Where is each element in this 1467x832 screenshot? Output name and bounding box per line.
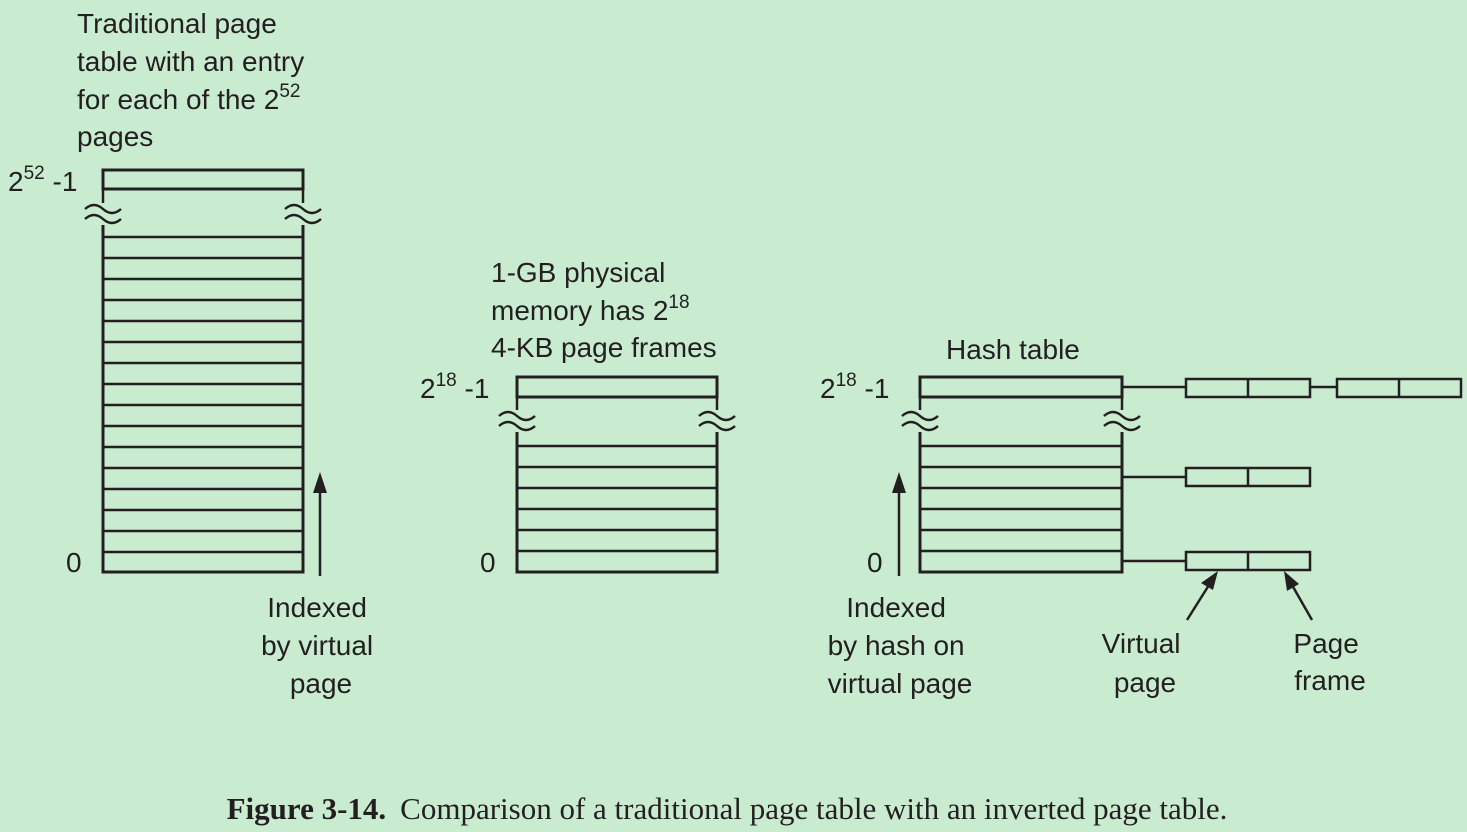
traditional-rows xyxy=(103,235,303,554)
break-mark xyxy=(1103,410,1141,432)
physical-table-body xyxy=(515,432,719,574)
hash-table: Hash table 218 -1 0 Indexed xyxy=(820,334,1463,699)
physical-description: 1-GB physical memory has 218 4-KB page f… xyxy=(491,257,717,363)
up-arrow xyxy=(892,472,906,576)
traditional-bottom-index: 0 xyxy=(66,547,82,578)
hash-table-title: Hash table xyxy=(946,334,1080,365)
hash-bottom-index: 0 xyxy=(867,547,883,578)
virtual-page-arrow xyxy=(1185,571,1218,621)
physical-memory-table: 1-GB physical memory has 218 4-KB page f… xyxy=(420,257,736,578)
break-mark xyxy=(698,410,736,432)
physical-bottom-index: 0 xyxy=(480,547,496,578)
hash-rows xyxy=(920,444,1122,553)
traditional-page-table: Traditional page table with an entry for… xyxy=(8,8,381,699)
physical-top-index: 218 -1 xyxy=(420,370,489,404)
page-frame-arrow xyxy=(1284,571,1314,621)
page-frame-label: Page frame xyxy=(1293,628,1366,696)
table-row xyxy=(515,375,719,399)
up-arrow xyxy=(313,472,327,576)
break-mark xyxy=(498,410,536,432)
table-row xyxy=(918,375,1124,399)
break-mark xyxy=(284,203,322,225)
table-row xyxy=(101,168,305,191)
traditional-description: Traditional page table with an entry for… xyxy=(77,8,312,152)
break-mark xyxy=(84,203,122,225)
hash-indexed-label: Indexed by hash on virtual page xyxy=(828,592,973,699)
break-mark xyxy=(901,410,939,432)
virtual-page-label: Virtual page xyxy=(1102,628,1189,698)
traditional-table-body xyxy=(101,225,305,574)
traditional-top-index: 252 -1 xyxy=(8,163,77,197)
hash-chain-middle xyxy=(1122,466,1312,488)
hash-table-body xyxy=(918,432,1124,574)
figure-caption: Figure 3-14.Comparison of a traditional … xyxy=(227,791,1228,826)
traditional-indexed-label: Indexed by virtual page xyxy=(261,592,381,699)
hash-top-index: 218 -1 xyxy=(820,370,889,404)
physical-rows xyxy=(517,444,717,553)
hash-chain-top xyxy=(1122,377,1463,399)
hash-chain-bottom xyxy=(1122,550,1312,572)
